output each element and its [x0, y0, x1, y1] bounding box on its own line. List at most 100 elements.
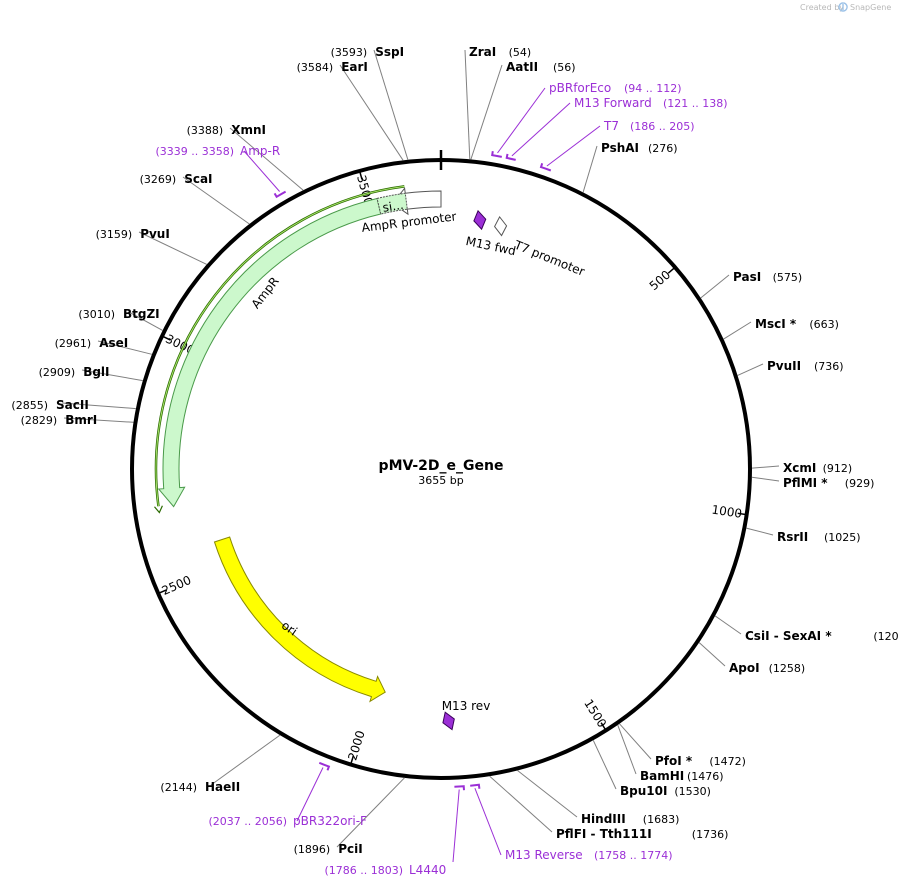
enzyme-site-pfoi[interactable]: PfoI *(1472): [655, 754, 746, 768]
enzyme-site-pasi[interactable]: PasI(575): [733, 270, 802, 284]
enzyme-site-bamhi[interactable]: BamHI(1476): [640, 769, 724, 783]
feature-si[interactable]: si...: [376, 192, 408, 215]
enzyme-name: PvuII: [767, 359, 801, 373]
enzyme-name: BmrI: [65, 413, 97, 427]
enzyme-leader-line: [489, 775, 553, 833]
enzyme-site-rsrii[interactable]: RsrII(1025): [777, 530, 861, 544]
enzyme-position: (1258): [769, 662, 806, 675]
primer-position: (3339 .. 3358): [155, 145, 234, 158]
enzyme-site-pflfi-tth111i[interactable]: PflFI - Tth111I(1736): [556, 827, 728, 841]
enzyme-position: (1736): [692, 828, 729, 841]
enzyme-leader-line: [373, 49, 409, 160]
enzyme-position: (276): [648, 142, 678, 155]
enzyme-site-bpu10i[interactable]: Bpu10I(1530): [620, 784, 711, 798]
enzyme-name: PvuI: [140, 227, 170, 241]
enzyme-site-xcmi[interactable]: XcmI(912): [783, 461, 852, 475]
scale-tick: [158, 589, 167, 594]
primer-label-m13-reverse[interactable]: M13 Reverse (1758 .. 1774): [505, 848, 673, 862]
primer-site-pbr322ori-f[interactable]: [318, 761, 331, 771]
enzyme-position: (2961): [55, 337, 92, 350]
enzyme-site-pshai[interactable]: PshAI(276): [601, 141, 678, 155]
primer-site-m13-forward[interactable]: [505, 153, 516, 161]
enzyme-site-haeii[interactable]: HaeII(2144): [160, 780, 240, 794]
enzyme-leader-line: [138, 231, 208, 265]
enzyme-site-csii-sexai[interactable]: CsiI - SexAI *(1200): [745, 629, 898, 643]
enzyme-name: SspI: [375, 45, 404, 59]
plasmid-name: pMV-2D_e_Gene: [379, 458, 504, 474]
enzyme-site-aatii[interactable]: AatII(56): [506, 60, 576, 74]
enzyme-leader-line: [339, 64, 404, 161]
enzyme-leader-line: [97, 340, 153, 355]
primer-site-m13-reverse[interactable]: [470, 783, 481, 789]
enzyme-site-pflmi[interactable]: PflMI *(929): [783, 476, 874, 490]
enzyme-site-bmri[interactable]: BmrI(2829): [21, 413, 98, 427]
enzyme-site-hindiii[interactable]: HindIII(1683): [581, 812, 679, 826]
enzyme-name: BtgZI: [123, 307, 160, 321]
feature-m13-fwd[interactable]: M13 fwd: [464, 209, 517, 258]
primer-site-pbrforeco[interactable]: [491, 151, 502, 158]
enzyme-leader-line: [210, 734, 281, 786]
enzyme-site-pvuii[interactable]: PvuII (736): [767, 359, 844, 373]
enzyme-name: ApoI: [729, 661, 760, 675]
enzyme-name: HindIII: [581, 812, 626, 826]
enzyme-leader-line: [619, 723, 652, 760]
enzyme-site-pvui[interactable]: PvuI(3159): [96, 227, 170, 241]
primer-name: M13 Reverse: [505, 848, 583, 862]
scale-tick: [667, 267, 675, 274]
enzyme-site-pcii[interactable]: PciI(1896): [294, 842, 363, 856]
primer-label-amp-r[interactable]: Amp-R (3339 .. 3358): [155, 144, 280, 158]
primer-position: (1758 .. 1774): [594, 849, 673, 862]
enzyme-leader-line: [737, 363, 764, 376]
enzyme-leader-line: [592, 739, 617, 790]
scale-tick-label: 1000: [711, 503, 743, 521]
enzyme-position: (2144): [160, 781, 197, 794]
brand-created-by: Created by: [800, 3, 844, 12]
enzyme-name: SacII: [56, 398, 89, 412]
brand-name: SnapGene: [850, 3, 891, 12]
scale-tick-label: 2500: [160, 573, 194, 598]
primer-leader-line: [243, 150, 280, 192]
primer-site-amp-r[interactable]: [273, 190, 287, 199]
ori-arrow: [213, 536, 386, 703]
primer-label-t7[interactable]: T7(186 .. 205): [603, 119, 695, 133]
enzyme-site-sspi[interactable]: SspI (3593): [331, 45, 404, 59]
enzyme-site-apoi[interactable]: ApoI (1258): [729, 661, 805, 675]
enzyme-name: EarI: [341, 60, 368, 74]
enzyme-position: (3593): [331, 46, 368, 59]
primer-leader-line: [511, 102, 571, 157]
enzyme-site-btgzi[interactable]: BtgZI(3010): [78, 307, 159, 321]
enzyme-site-eari[interactable]: EarI(3584): [297, 60, 368, 74]
enzyme-leader-line: [751, 465, 780, 469]
primer-label-pbrforeco[interactable]: pBRforEco(94 .. 112): [549, 81, 682, 95]
scale-tick-label: 2000: [345, 729, 367, 762]
enzyme-site-scai[interactable]: ScaI(3269): [140, 172, 213, 186]
feature-ori[interactable]: ori: [213, 536, 386, 703]
enzyme-leader-line: [61, 402, 136, 410]
primer-label-m13-forward[interactable]: M13 Forward(121 .. 138): [574, 96, 728, 110]
enzyme-name: PflMI *: [783, 476, 828, 490]
enzyme-name: ScaI: [184, 172, 212, 186]
primer-site-t7[interactable]: [539, 162, 552, 172]
ampr-signal-highlight: [155, 185, 405, 507]
feature-ampr[interactable]: AmpR: [154, 185, 405, 514]
primer-site-l4440[interactable]: [454, 785, 465, 791]
enzyme-site-msci[interactable]: MscI *(663): [755, 317, 839, 331]
enzyme-leader-line: [751, 476, 780, 482]
primer-label-pbr322ori-f[interactable]: pBR322ori-F(2037 .. 2056): [208, 814, 367, 828]
enzyme-site-bgli[interactable]: BglI(2909): [39, 365, 110, 379]
enzyme-site-xmni[interactable]: XmnI(3388): [187, 123, 266, 137]
primer-leader-line: [474, 788, 502, 856]
enzyme-position: (736): [814, 360, 844, 373]
enzyme-leader-line: [63, 417, 134, 423]
enzyme-site-asei[interactable]: AseI(2961): [55, 336, 129, 350]
primer-leader-line: [497, 87, 546, 154]
primer-name: Amp-R: [240, 144, 280, 158]
feature-m13-rev[interactable]: M13 rev: [441, 699, 491, 731]
enzyme-name: ZraI: [469, 45, 496, 59]
primer-position: (121 .. 138): [663, 97, 728, 110]
primer-name: T7: [603, 119, 619, 133]
enzyme-site-zrai[interactable]: ZraI(54): [469, 45, 531, 59]
enzyme-site-sacii[interactable]: SacII(2855): [11, 398, 88, 412]
primer-label-l4440[interactable]: L4440(1786 .. 1803): [324, 863, 446, 877]
